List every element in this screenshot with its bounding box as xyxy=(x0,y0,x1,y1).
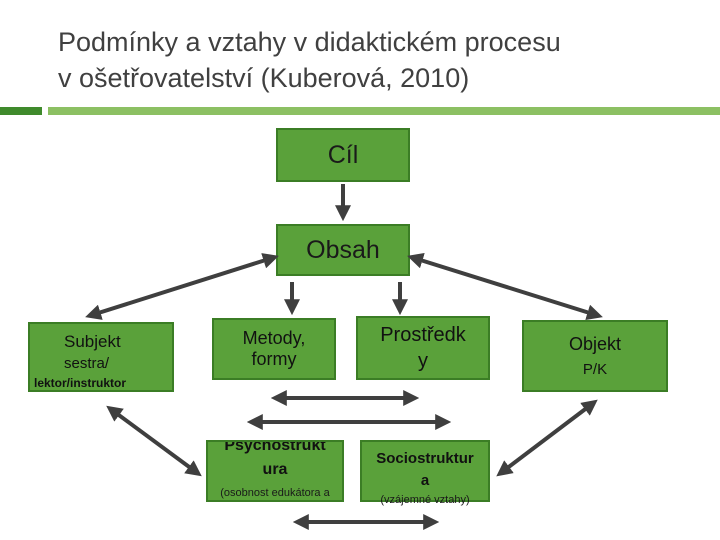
node-psychostruktura-sub: (osobnost edukátora a edukanta) xyxy=(220,487,330,499)
node-cil: Cíl xyxy=(276,128,410,182)
title-rule-dark xyxy=(0,107,42,115)
node-obsah-label: Obsah xyxy=(306,235,380,264)
node-metody-label: Metody, formy xyxy=(242,328,306,369)
node-sociostruktura: Sociostruktur a (vzájemné vztahy) xyxy=(360,440,490,506)
node-objekt-sub: P/K xyxy=(582,361,608,378)
arrow-subjekt-psychostruktura xyxy=(106,405,202,477)
node-subjekt-line2: sestra/ xyxy=(64,355,110,372)
arrow-obsah-objekt xyxy=(407,252,603,321)
node-sociostruktura-label: Sociostruktur a xyxy=(376,450,474,489)
arrow-objekt-sociostruktura xyxy=(496,399,598,477)
slide-title: Podmínky a vztahy v didaktickém procesu … xyxy=(58,24,698,96)
node-psychostruktura-label: Psychostrukt ura xyxy=(224,440,326,478)
node-objekt-label: Objekt xyxy=(568,334,622,354)
node-prostredky-label: Prostředk y xyxy=(380,324,466,372)
node-metody: Metody, formy xyxy=(212,318,336,380)
title-rule-light xyxy=(48,107,720,115)
title-line-1: Podmínky a vztahy v didaktickém procesu xyxy=(58,27,561,57)
node-obsah: Obsah xyxy=(276,224,410,276)
node-subjekt-label: Subjekt xyxy=(64,332,121,351)
node-sociostruktura-sub: (vzájemné vztahy) xyxy=(380,494,470,506)
node-psychostruktura: Psychostrukt ura (osobnost edukátora a e… xyxy=(206,440,344,502)
arrow-obsah-subjekt xyxy=(85,253,279,320)
node-cil-label: Cíl xyxy=(327,140,359,169)
node-objekt: Objekt P/K xyxy=(522,320,668,392)
title-line-2: v ošetřovatelství (Kuberová, 2010) xyxy=(58,63,470,93)
node-prostredky: Prostředk y xyxy=(356,316,490,380)
node-subjekt-line3: lektor/instruktor xyxy=(34,376,127,390)
node-subjekt: Subjekt sestra/ lektor/instruktor xyxy=(28,322,174,392)
